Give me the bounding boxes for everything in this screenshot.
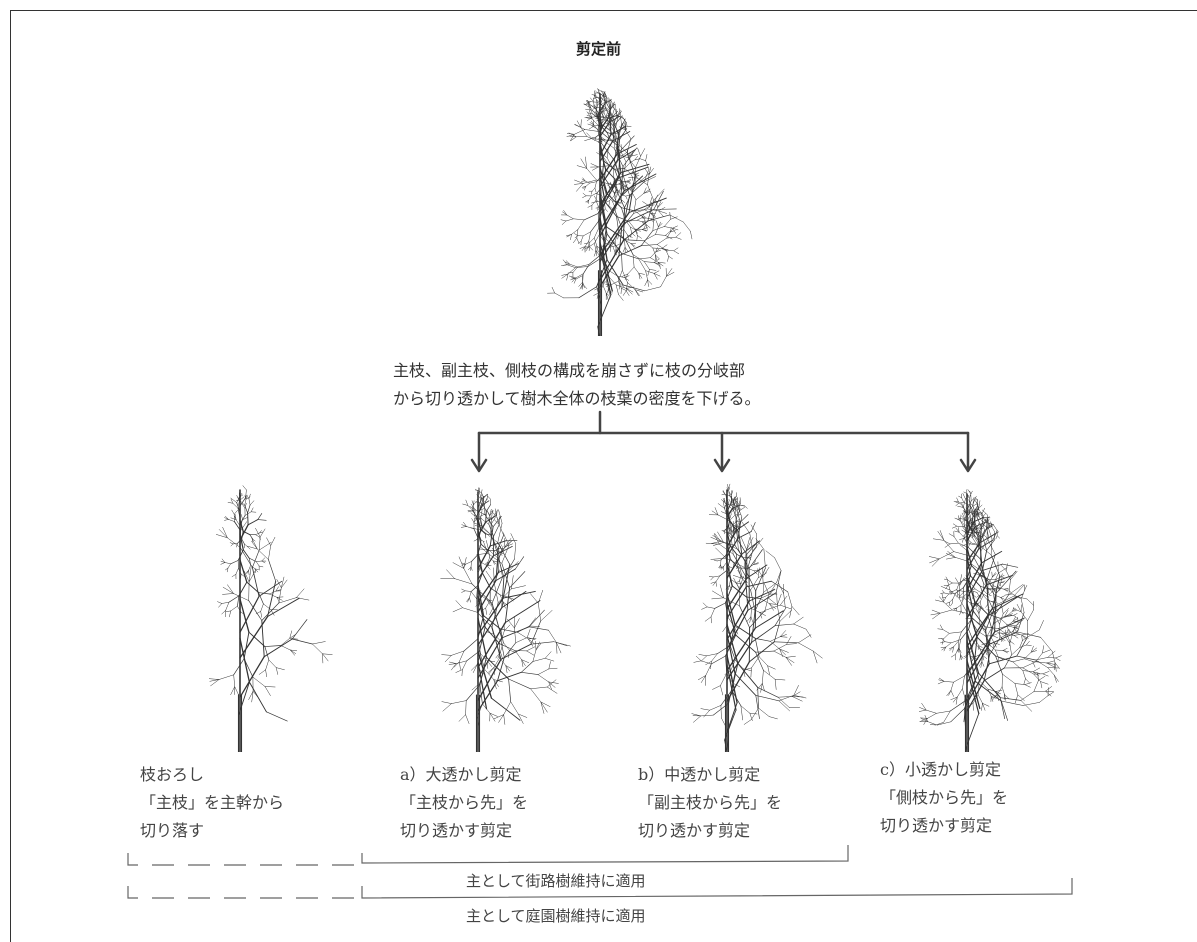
caption-line: 「主枝」を主幹から	[140, 793, 285, 812]
arrow-head-c-icon	[959, 458, 977, 473]
garden-range-dashed-line	[127, 886, 360, 899]
caption-small-thinning: c）小透かし剪定 「側枝から先」を 切り透かす剪定	[880, 756, 1008, 840]
pruning-description: 主枝、副主枝、側枝の構成を崩さずに枝の分岐部 から切り透かして樹木全体の枝葉の密…	[393, 357, 761, 413]
garden-range-bracket	[361, 878, 1073, 899]
branch-removal-tree-icon	[208, 485, 333, 752]
caption-line: 切り透かす剪定	[400, 821, 513, 840]
caption-line: 切り透かす剪定	[638, 821, 751, 840]
small-thinning-tree-icon	[918, 489, 1062, 752]
caption-line: 切り落す	[140, 821, 205, 840]
caption-line: 「副主枝から先」を	[638, 793, 783, 812]
caption-medium-thinning: b）中透かし剪定 「副主枝から先」を 切り透かす剪定	[638, 761, 782, 845]
description-line-1: 主枝、副主枝、側枝の構成を崩さずに枝の分岐部	[393, 361, 746, 380]
caption-line: b）中透かし剪定	[638, 765, 761, 784]
street-range-dashed-line	[127, 853, 360, 866]
caption-large-thinning: a）大透かし剪定 「主枝から先」を 切り透かす剪定	[400, 761, 528, 845]
diagram-title: 剪定前	[575, 40, 621, 58]
caption-line: a）大透かし剪定	[400, 765, 522, 784]
caption-line: 枝おろし	[140, 765, 205, 784]
caption-line: 「側枝から先」を	[880, 788, 1009, 807]
caption-line: 切り透かす剪定	[880, 816, 993, 835]
large-thinning-tree-icon	[440, 487, 571, 752]
garden-tree-range-label: 主として庭園樹維持に適用	[466, 907, 646, 925]
caption-line: c）小透かし剪定	[880, 760, 1001, 779]
diagram-frame	[10, 10, 1197, 942]
street-range-bracket	[361, 845, 849, 864]
arrow-head-a-icon	[470, 458, 488, 473]
before-pruning-tree-icon	[547, 88, 693, 336]
arrow-head-b-icon	[713, 458, 731, 473]
caption-edaoroshi: 枝おろし 「主枝」を主幹から 切り落す	[140, 761, 284, 845]
description-line-2: から切り透かして樹木全体の枝葉の密度を下げる。	[393, 389, 761, 408]
street-tree-range-label: 主として街路樹維持に適用	[466, 872, 646, 890]
medium-thinning-tree-icon	[691, 483, 823, 752]
caption-line: 「主枝から先」を	[400, 793, 529, 812]
